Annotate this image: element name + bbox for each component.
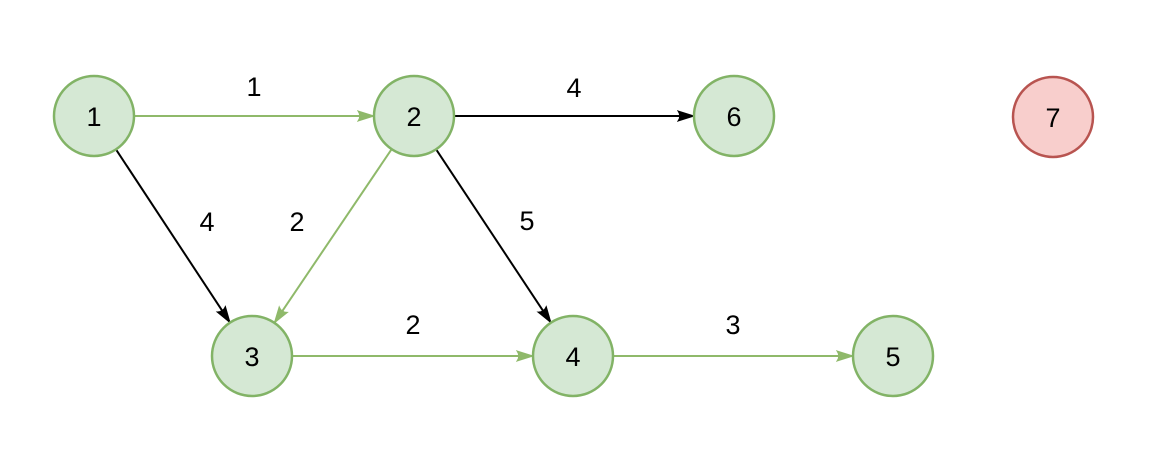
node-circle-1[interactable]: [52, 74, 136, 158]
edge-weight-label-2-4: 5: [519, 206, 534, 236]
node-circle-2[interactable]: [372, 74, 456, 158]
edge-weight-label-3-4: 2: [405, 310, 420, 340]
graph-node-4[interactable]: 4: [531, 314, 615, 398]
graph-edge-1-3[interactable]: [115, 148, 230, 322]
node-circle-6[interactable]: [692, 74, 776, 158]
node-layer: 1 2 3 4 5 6 7: [52, 74, 1095, 398]
edge-layer: 1 4 4 2 5 2 3: [115, 72, 853, 356]
node-label-6: 6: [726, 102, 741, 132]
edge-weight-label-2-6: 4: [566, 73, 581, 103]
graph-edge-2-4[interactable]: [435, 148, 551, 322]
node-circle-7[interactable]: [1011, 75, 1095, 159]
node-label-7: 7: [1045, 103, 1060, 133]
node-circle-3[interactable]: [210, 314, 294, 398]
graph-node-6[interactable]: 6: [692, 74, 776, 158]
graph-node-1[interactable]: 1: [52, 74, 136, 158]
edge-weight-label-4-5: 3: [725, 310, 740, 340]
graph-node-5[interactable]: 5: [851, 314, 935, 398]
node-label-2: 2: [406, 102, 421, 132]
node-label-4: 4: [565, 342, 580, 372]
graph-edge-2-3[interactable]: [274, 148, 393, 323]
graph-node-3[interactable]: 3: [210, 314, 294, 398]
edge-weight-label-2-3: 2: [289, 207, 304, 237]
edge-weight-label-1-3: 4: [199, 207, 214, 237]
node-label-1: 1: [86, 102, 101, 132]
node-label-5: 5: [885, 342, 900, 372]
graph-node-2[interactable]: 2: [372, 74, 456, 158]
node-circle-4[interactable]: [531, 314, 615, 398]
graph-node-7[interactable]: 7: [1011, 75, 1095, 159]
edge-weight-label-1-2: 1: [246, 72, 261, 102]
node-circle-5[interactable]: [851, 314, 935, 398]
node-label-3: 3: [244, 342, 259, 372]
